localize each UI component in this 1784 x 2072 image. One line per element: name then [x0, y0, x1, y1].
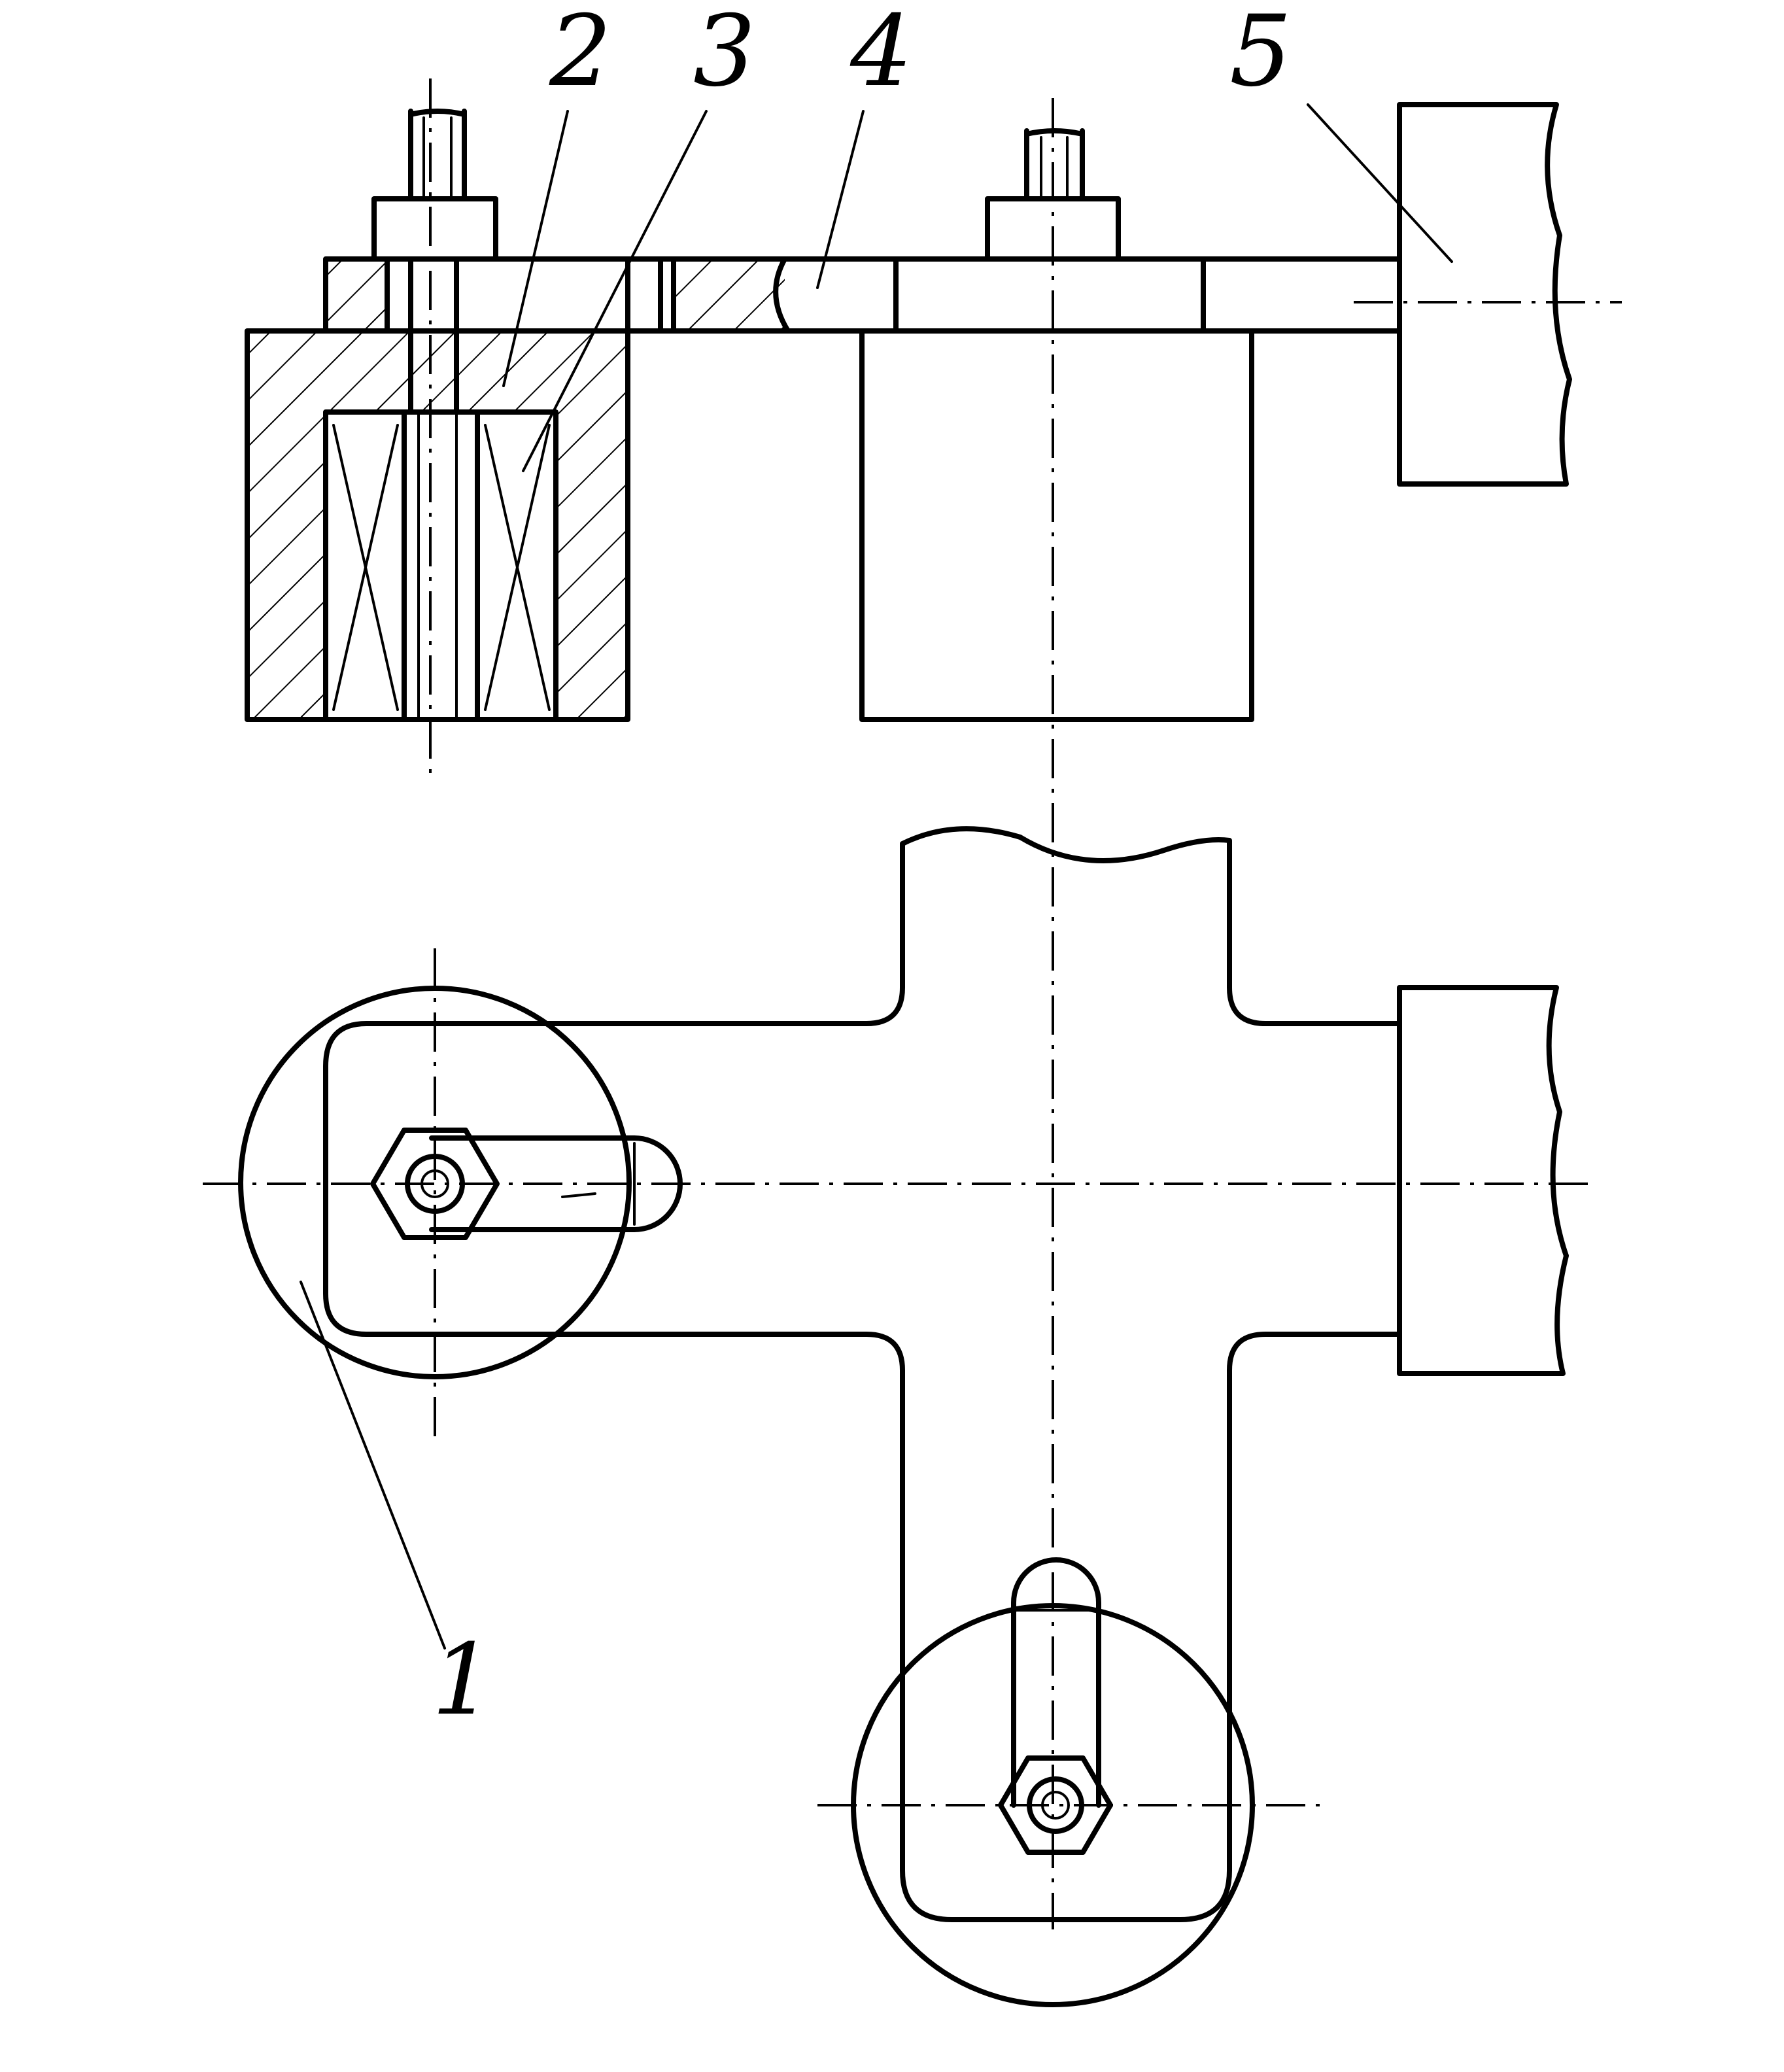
label-5: 5: [1229, 0, 1292, 109]
section-view: [245, 78, 1622, 1929]
leader-1: [300, 1281, 446, 1649]
label-1: 1: [432, 1623, 494, 1737]
plan-view: [203, 826, 1589, 2007]
cross-lever: [323, 826, 1402, 1922]
bolt-nut-left: [371, 109, 498, 415]
leader-2: [502, 110, 569, 387]
leader-3: [522, 110, 708, 472]
magnet-body-right: [859, 328, 1254, 722]
shaft-top: [1397, 102, 1572, 487]
label-4: 4: [849, 0, 912, 109]
label-2: 2: [549, 0, 611, 109]
magnet-housing: [245, 328, 630, 722]
coil: [323, 409, 558, 722]
leader-5: [1307, 103, 1453, 263]
label-3: 3: [693, 0, 755, 109]
shaft-plan: [1397, 985, 1569, 1376]
armature-plate: [323, 256, 1402, 334]
leader-4: [816, 110, 865, 289]
